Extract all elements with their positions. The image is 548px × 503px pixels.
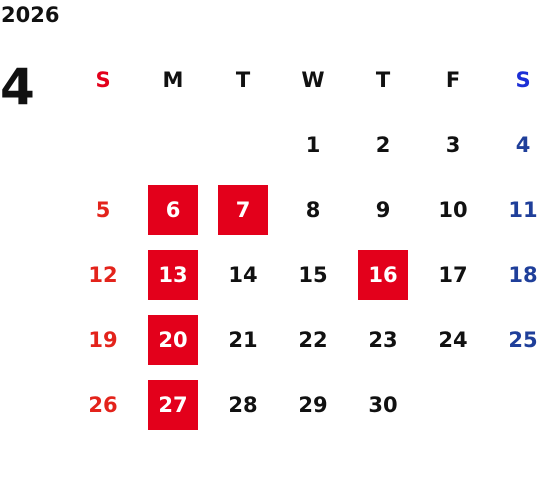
day-cell-12[interactable]: 12 — [68, 242, 138, 307]
day-cell-23[interactable]: 23 — [348, 307, 418, 372]
day-cell-13[interactable]: 13 — [138, 242, 208, 307]
day-number: 24 — [438, 327, 468, 352]
weekday-header-friday: F — [445, 67, 461, 92]
day-number: 16 — [358, 249, 408, 300]
day-cell-16[interactable]: 16 — [348, 242, 418, 307]
day-cell-21[interactable]: 21 — [208, 307, 278, 372]
year-label: 2026 — [1, 3, 60, 27]
day-cell-27[interactable]: 27 — [138, 372, 208, 437]
day-cell-11[interactable]: 11 — [488, 177, 548, 242]
day-cell-18[interactable]: 18 — [488, 242, 548, 307]
weekday-header-tuesday: T — [235, 67, 251, 92]
day-cell-5[interactable]: 5 — [68, 177, 138, 242]
day-cell-1[interactable]: 1 — [278, 112, 348, 177]
day-number: 25 — [508, 327, 538, 352]
day-number: 11 — [508, 197, 538, 222]
day-number: 12 — [88, 262, 118, 287]
day-number: 21 — [228, 327, 258, 352]
day-cell-2[interactable]: 2 — [348, 112, 418, 177]
day-number: 5 — [95, 197, 111, 222]
day-number: 7 — [218, 184, 268, 235]
day-cell-30[interactable]: 30 — [348, 372, 418, 437]
day-number: 1 — [305, 132, 321, 157]
day-number: 29 — [298, 392, 328, 417]
weekday-header-monday: M — [162, 67, 184, 92]
day-cell-17[interactable]: 17 — [418, 242, 488, 307]
day-number: 26 — [88, 392, 118, 417]
day-cell-10[interactable]: 10 — [418, 177, 488, 242]
day-number — [218, 120, 268, 170]
day-number: 6 — [148, 184, 198, 235]
day-number: 17 — [438, 262, 468, 287]
day-cell-28[interactable]: 28 — [208, 372, 278, 437]
day-number: 19 — [88, 327, 118, 352]
day-cell-8[interactable]: 8 — [278, 177, 348, 242]
day-number: 10 — [438, 197, 468, 222]
day-number: 9 — [375, 197, 391, 222]
day-cell-26[interactable]: 26 — [68, 372, 138, 437]
day-cell-4[interactable]: 4 — [488, 112, 548, 177]
day-cell-15[interactable]: 15 — [278, 242, 348, 307]
day-cell-25[interactable]: 25 — [488, 307, 548, 372]
empty-day-cell — [68, 112, 138, 177]
day-number: 2 — [375, 132, 391, 157]
day-cell-24[interactable]: 24 — [418, 307, 488, 372]
weekday-header-wednesday: W — [301, 67, 325, 92]
day-number: 3 — [445, 132, 461, 157]
month-number: 4 — [0, 58, 35, 116]
day-cell-3[interactable]: 3 — [418, 112, 488, 177]
day-cell-14[interactable]: 14 — [208, 242, 278, 307]
empty-day-cell — [138, 112, 208, 177]
day-cell-19[interactable]: 19 — [68, 307, 138, 372]
day-number: 22 — [298, 327, 328, 352]
day-number: 27 — [148, 379, 198, 430]
day-cell-22[interactable]: 22 — [278, 307, 348, 372]
day-cell-7[interactable]: 7 — [208, 177, 278, 242]
day-number: 14 — [228, 262, 258, 287]
weekday-header-thursday: T — [375, 67, 391, 92]
day-cell-6[interactable]: 6 — [138, 177, 208, 242]
day-number — [78, 120, 128, 170]
day-number: 18 — [508, 262, 538, 287]
day-number: 23 — [368, 327, 398, 352]
day-number: 8 — [305, 197, 321, 222]
day-number: 28 — [228, 392, 258, 417]
day-number: 15 — [298, 262, 328, 287]
day-number: 4 — [515, 132, 531, 157]
day-number: 30 — [368, 392, 398, 417]
day-cell-29[interactable]: 29 — [278, 372, 348, 437]
weekday-header-sunday: S — [95, 67, 111, 92]
day-number — [148, 120, 198, 170]
day-cell-9[interactable]: 9 — [348, 177, 418, 242]
empty-day-cell — [208, 112, 278, 177]
day-cell-20[interactable]: 20 — [138, 307, 208, 372]
day-number: 13 — [148, 249, 198, 300]
weekday-header-saturday: S — [515, 67, 531, 92]
day-number: 20 — [148, 314, 198, 365]
